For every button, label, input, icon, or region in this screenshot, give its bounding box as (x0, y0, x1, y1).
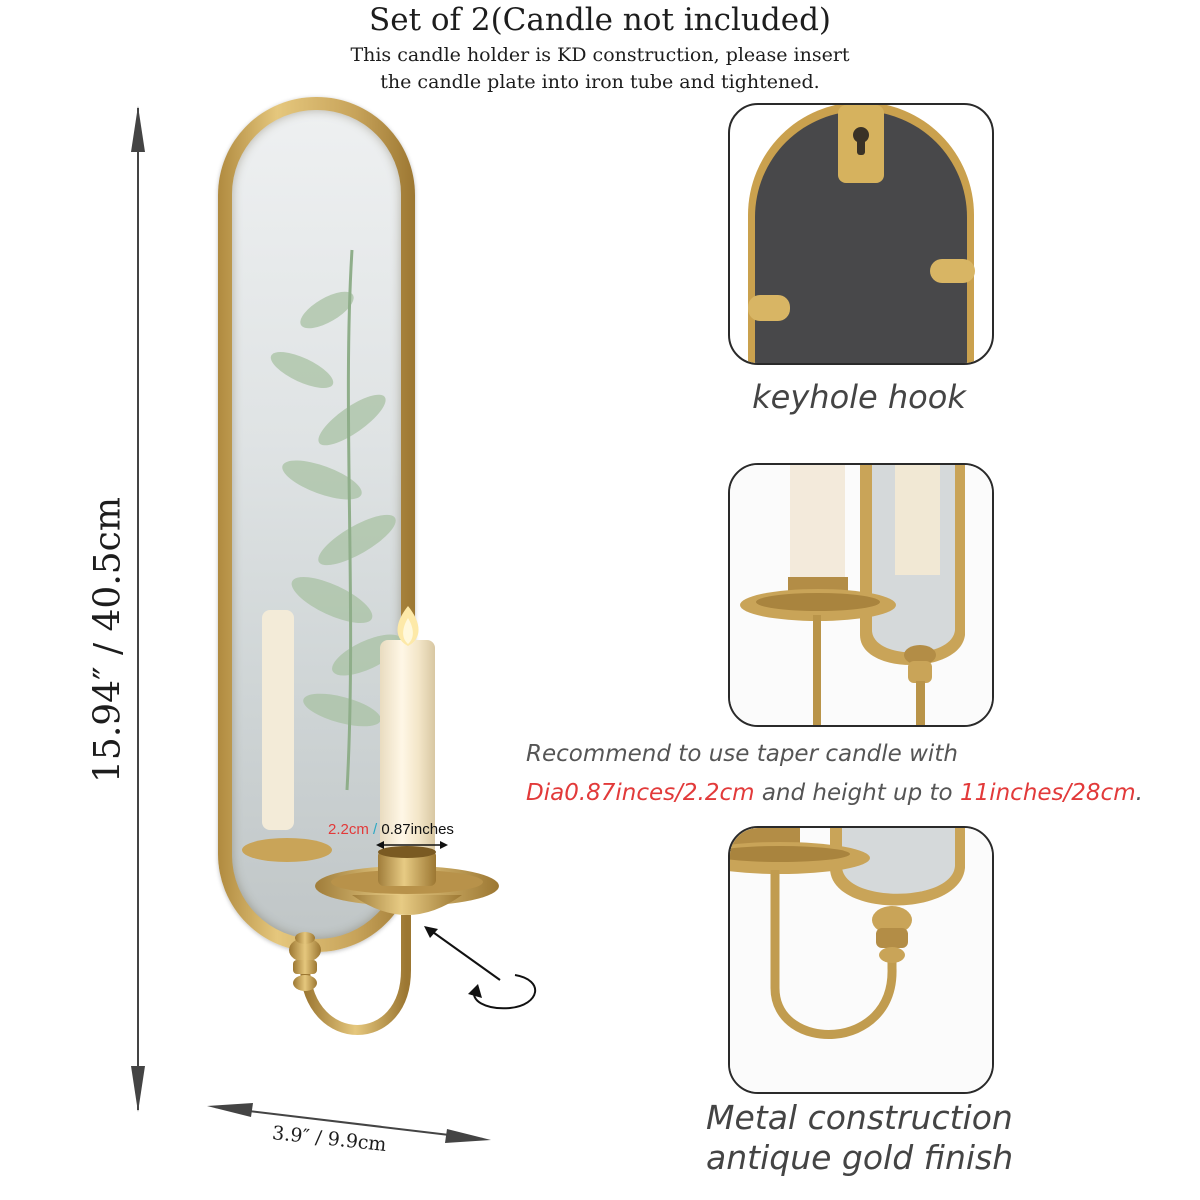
candle-arm (289, 915, 411, 1035)
recommend-middle: and height up to (754, 780, 960, 806)
header-line-1: This candle holder is KD construction, p… (350, 44, 850, 66)
cup-diameter-label: 2.2cm / 0.87inches (328, 821, 454, 838)
keyhole-caption: keyhole hook (752, 378, 966, 416)
metal-caption-line-1: Metal construction (706, 1098, 1013, 1137)
plant-reflection (242, 249, 401, 862)
candle-closeup-panel (728, 463, 994, 727)
recommend-line-2: Dia0.87inces/2.2cm and height up to 11in… (526, 780, 1143, 806)
diameter-spec: Dia0.87inces/2.2cm (526, 780, 755, 806)
twist-arrow-icon (424, 926, 536, 1010)
keyhole-panel (728, 103, 994, 365)
width-dimension-line (207, 1103, 491, 1143)
metal-caption: Metal construction antique gold finish (706, 1098, 1013, 1178)
metal-arm-image (730, 828, 992, 1092)
recommend-end: . (1135, 780, 1143, 806)
height-label: 15.94″ / 40.5cm (87, 497, 129, 783)
candle-closeup-image (730, 465, 992, 725)
keyhole-back-image (748, 105, 975, 363)
mirror-glass (232, 110, 401, 939)
height-spec: 11inches/28cm (959, 780, 1136, 806)
taper-candle (380, 640, 435, 855)
header-title: Set of 2(Candle not included) (368, 2, 832, 38)
arrow-up-icon (131, 106, 145, 152)
flame-icon (397, 606, 419, 646)
header-line-2: the candle plate into iron tube and tigh… (380, 71, 820, 93)
metal-caption-line-2: antique gold finish (706, 1138, 1014, 1177)
cup-separator: / (373, 821, 378, 838)
metal-arm-panel (728, 826, 994, 1094)
cup-width-arrow-icon (376, 841, 448, 849)
height-dimension-line (137, 108, 139, 1110)
drip-pan (315, 846, 499, 915)
cup-inch-label: 0.87inches (381, 821, 454, 838)
arrow-down-icon (131, 1066, 145, 1112)
recommend-line-1: Recommend to use taper candle with (526, 741, 958, 767)
cup-cm-label: 2.2cm (328, 821, 369, 838)
